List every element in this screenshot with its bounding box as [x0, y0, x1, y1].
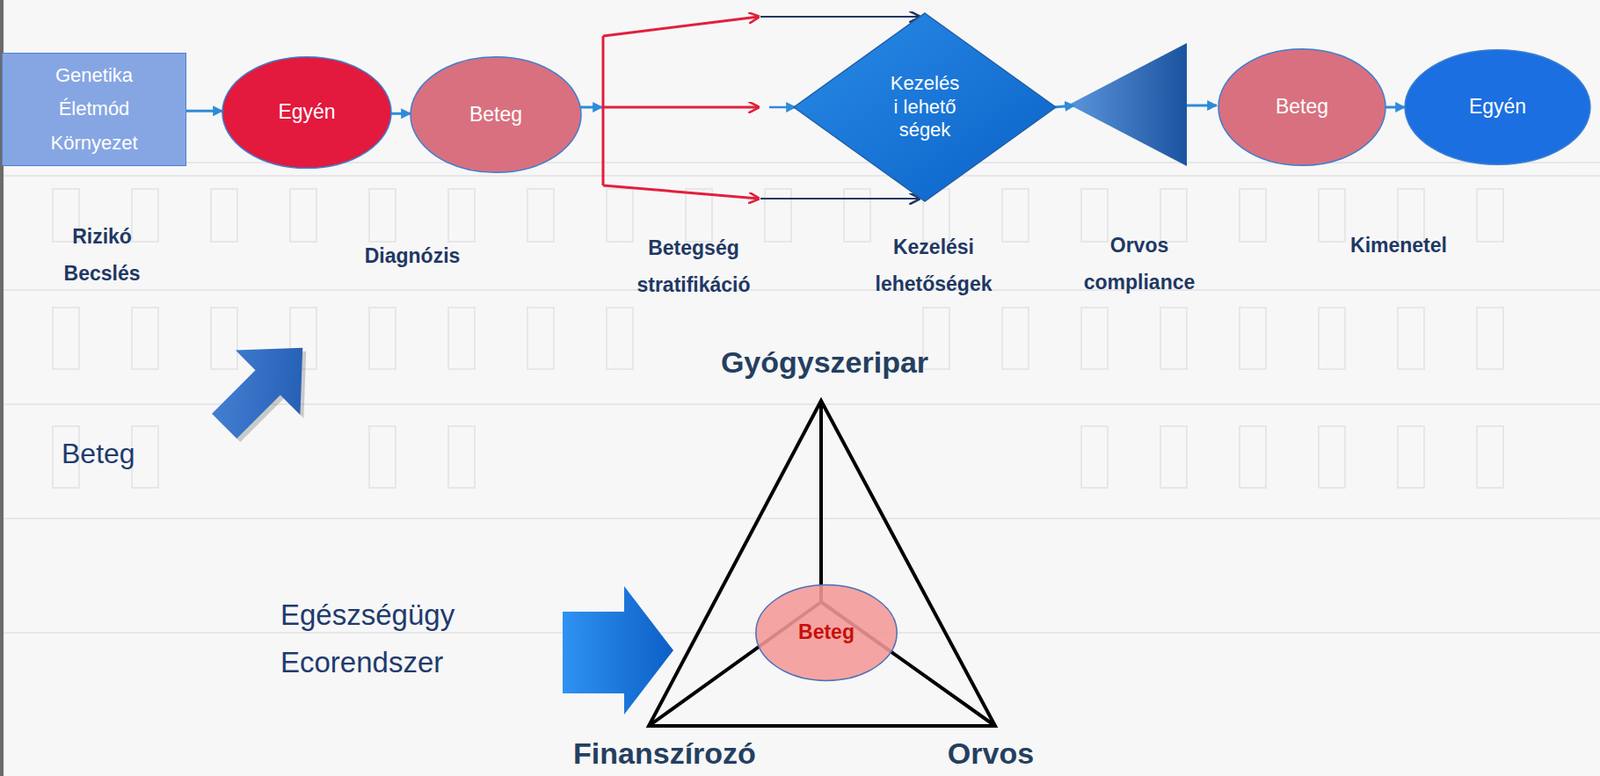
building-floor-lines — [0, 162, 1600, 633]
node-text-group: Beteg — [1275, 94, 1329, 120]
connector-segment — [769, 106, 796, 110]
connector-segment — [602, 36, 605, 186]
stage-label: Finanszírozó — [573, 735, 757, 771]
stage-ellipse: Egyén — [221, 56, 393, 169]
stage-label: Egészségügy Ecorendszer — [280, 591, 455, 687]
stage-label: Orvos — [947, 735, 1034, 771]
node-text: Beteg — [469, 102, 523, 128]
stage-ellipse: Egyén — [1403, 49, 1592, 166]
node-text-group: Kezelés i lehető ségek — [890, 72, 960, 142]
label-slot: Beteg — [61, 436, 136, 472]
label-slot: Orvos — [947, 735, 1034, 771]
ellipse-shape — [222, 57, 392, 169]
stage-label: Diagnózis — [364, 237, 461, 275]
stage-label: Rizikó Becslés — [64, 218, 141, 292]
label-slot: Egészségügy Ecorendszer — [280, 591, 455, 687]
building-watermark — [0, 162, 1600, 633]
ellipse-shape — [756, 585, 897, 682]
connector-segment — [603, 106, 759, 110]
connector-segment — [186, 109, 223, 113]
decision-diamond: Kezelés i lehető ségek — [793, 13, 1056, 202]
ellipse-shape — [1218, 49, 1386, 167]
stage-label: Kezelési lehetőségek — [875, 228, 993, 303]
diamond-shape — [793, 13, 1056, 202]
connector-segment — [760, 15, 920, 18]
label-slot: Kimenetel — [1350, 226, 1448, 264]
node-text-group: Genetika Életmód Környezet — [50, 58, 138, 161]
label-slot: Diagnózis — [364, 237, 461, 275]
flow-arrow — [1054, 105, 1075, 108]
node-text: Egyén — [277, 100, 335, 125]
flow-connector — [186, 110, 223, 112]
node-text-group: Beteg — [798, 620, 855, 646]
stage-ellipse: Beteg — [409, 56, 582, 174]
block-arrow — [562, 586, 674, 715]
node-text: Kezelés i lehető ségek — [890, 72, 960, 142]
node-text: Egyén — [1469, 94, 1527, 120]
factor-box: Genetika Életmód Környezet — [1, 52, 187, 167]
ellipse-shape — [410, 57, 582, 174]
stage-label: Gyógyszeripar — [720, 343, 929, 381]
label-slot: Orvos compliance — [1083, 226, 1196, 301]
building-windows — [52, 189, 1504, 242]
label-slot: Finanszírozó — [573, 735, 757, 771]
node-text-group: Beteg — [469, 102, 523, 128]
node-text: Beteg — [1275, 94, 1329, 120]
label-slot: Gyógyszeripar — [720, 343, 929, 381]
stage-ellipse: Beteg — [1217, 48, 1387, 167]
node-text: Genetika Életmód Környezet — [50, 58, 138, 161]
label-slot: Rizikó Becslés — [64, 218, 141, 292]
node-text: Beteg — [798, 620, 855, 646]
label-slot: Betegség stratifikáció — [636, 229, 750, 304]
stage-label: Kimenetel — [1350, 226, 1448, 264]
connector-segment — [760, 197, 920, 200]
node-text-group: Egyén — [1469, 94, 1527, 120]
flow-arrow — [1186, 104, 1217, 108]
triangle-spokes — [648, 400, 996, 727]
connector-segment — [603, 16, 759, 37]
compliance-funnel — [1069, 43, 1187, 167]
label-slot: Kezelési lehetőségek — [875, 228, 993, 303]
stakeholder-triangle — [648, 400, 996, 727]
stage-label: Betegség stratifikáció — [636, 229, 750, 304]
connector-segment — [603, 185, 759, 199]
stage-label: Orvos compliance — [1083, 226, 1196, 301]
center-ellipse: Beteg — [755, 584, 898, 682]
stage-label: Beteg — [61, 436, 136, 472]
block-arrow-shape — [191, 315, 335, 459]
node-text-group: Egyén — [277, 100, 335, 125]
block-arrow — [191, 315, 335, 459]
ellipse-shape — [1404, 50, 1591, 166]
